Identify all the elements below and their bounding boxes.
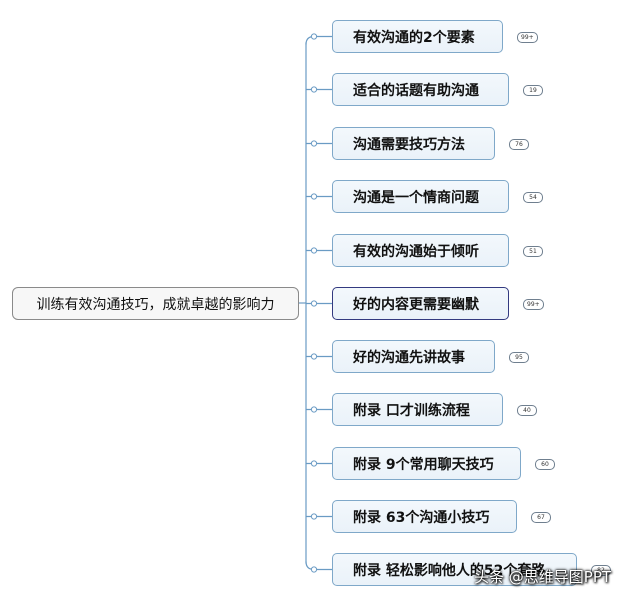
branch-label: 有效沟通的2个要素 xyxy=(353,29,475,46)
branch-label: 附录 63个沟通小技巧 xyxy=(353,509,490,526)
branch-topic-8[interactable]: 附录 口才训练流程 xyxy=(332,393,503,426)
note-count-badge[interactable]: 82 xyxy=(591,565,611,576)
collapse-toggle-knob xyxy=(310,406,318,413)
branch-topic-6[interactable]: 好的内容更需要幽默 xyxy=(332,287,509,320)
branch-topic-1[interactable]: 有效沟通的2个要素 xyxy=(332,20,503,53)
branch-topic-3[interactable]: 沟通需要技巧方法 xyxy=(332,127,495,160)
branch-label: 沟通需要技巧方法 xyxy=(353,136,465,153)
branch-topic-9[interactable]: 附录 9个常用聊天技巧 xyxy=(332,447,521,480)
collapse-toggle-knob xyxy=(310,193,318,200)
note-count-badge[interactable]: 95 xyxy=(509,352,529,363)
branch-label: 附录 口才训练流程 xyxy=(353,402,470,419)
collapse-toggle-knob xyxy=(310,353,318,360)
branch-label: 好的沟通先讲故事 xyxy=(353,349,465,366)
branch-label: 有效的沟通始于倾听 xyxy=(353,243,479,260)
central-topic-label: 训练有效沟通技巧，成就卓越的影响力 xyxy=(36,296,275,313)
collapse-toggle-knob xyxy=(310,513,318,520)
central-topic[interactable]: 训练有效沟通技巧，成就卓越的影响力 xyxy=(12,287,299,320)
note-count-badge[interactable]: 51 xyxy=(523,246,543,257)
branch-topic-2[interactable]: 适合的话题有助沟通 xyxy=(332,73,509,106)
branch-topic-7[interactable]: 好的沟通先讲故事 xyxy=(332,340,495,373)
collapse-toggle-knob xyxy=(310,86,318,93)
watermark: 头条 @思维导图PPT xyxy=(474,568,612,586)
note-count-badge[interactable]: 99+ xyxy=(523,299,544,310)
note-count-badge[interactable]: 76 xyxy=(509,139,529,150)
note-count-badge[interactable]: 40 xyxy=(517,405,537,416)
branch-label: 适合的话题有助沟通 xyxy=(353,82,479,99)
note-count-badge[interactable]: 99+ xyxy=(517,32,538,43)
branch-connector xyxy=(305,561,332,571)
note-count-badge[interactable]: 19 xyxy=(523,85,543,96)
collapse-toggle-knob xyxy=(310,460,318,467)
collapse-toggle-knob xyxy=(310,140,318,147)
branch-label: 附录 9个常用聊天技巧 xyxy=(353,456,494,473)
note-count-badge[interactable]: 60 xyxy=(535,459,555,470)
branch-topic-11[interactable]: 附录 轻松影响他人的52个套路 xyxy=(332,553,577,586)
collapse-toggle-knob xyxy=(310,33,318,40)
branch-label: 附录 轻松影响他人的52个套路 xyxy=(353,562,546,579)
collapse-toggle-knob xyxy=(310,300,318,307)
branch-topic-5[interactable]: 有效的沟通始于倾听 xyxy=(332,234,509,267)
collapse-toggle-knob xyxy=(310,566,318,573)
branch-connector xyxy=(305,35,332,45)
branch-topic-4[interactable]: 沟通是一个情商问题 xyxy=(332,180,509,213)
collapse-toggle-knob xyxy=(310,247,318,254)
branch-label: 沟通是一个情商问题 xyxy=(353,189,479,206)
branch-topic-10[interactable]: 附录 63个沟通小技巧 xyxy=(332,500,517,533)
note-count-badge[interactable]: 54 xyxy=(523,192,543,203)
branch-label: 好的内容更需要幽默 xyxy=(353,296,479,313)
note-count-badge[interactable]: 67 xyxy=(531,512,551,523)
